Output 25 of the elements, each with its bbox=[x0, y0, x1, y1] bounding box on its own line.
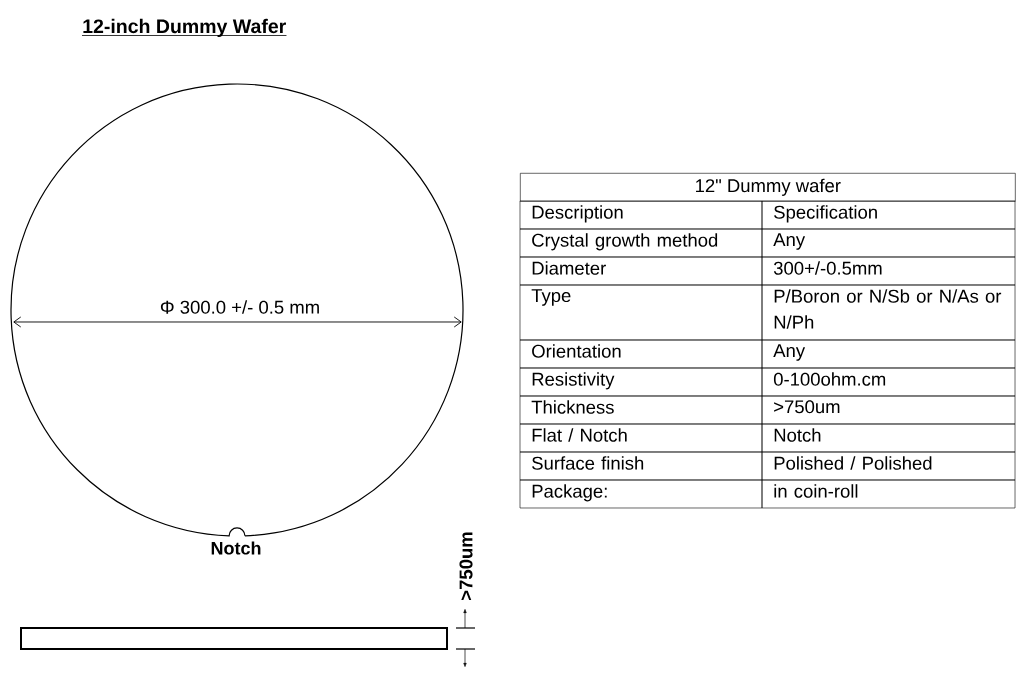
table-cell: 300+/-0.5mm bbox=[761, 256, 1016, 286]
dimension-label: Φ 300.0 +/- 0.5 mm bbox=[160, 300, 319, 314]
table-cell: Notch bbox=[761, 423, 1016, 453]
table-cell: Thickness bbox=[519, 395, 763, 425]
table-cell: Any bbox=[761, 339, 1016, 369]
table-header-cell: 12" Dummy wafer bbox=[520, 173, 1016, 202]
table-cell: Crystal growth method bbox=[519, 228, 763, 258]
table-cell: Package: bbox=[519, 479, 763, 509]
table-cell: P/Boron or N/Sb or N/As or N/Ph bbox=[761, 284, 1016, 341]
table-cell: in coin-roll bbox=[761, 479, 1016, 509]
table-cell: 0-100ohm.cm bbox=[761, 367, 1016, 397]
table-cell: Surface finish bbox=[519, 451, 763, 481]
dimension-label: >750um bbox=[459, 532, 473, 600]
part-label: Notch bbox=[211, 541, 261, 555]
table-cell: Type bbox=[519, 284, 763, 341]
title: 12-inch Dummy Wafer bbox=[83, 18, 286, 38]
table-cell: Orientation bbox=[519, 339, 763, 369]
table-cell: Resistivity bbox=[519, 367, 763, 397]
table-cell: Flat / Notch bbox=[519, 423, 763, 453]
table-cell: Polished / Polished bbox=[761, 451, 1016, 481]
table-cell: Diameter bbox=[519, 256, 763, 286]
table-cell: Specification bbox=[761, 200, 1016, 230]
table-cell: Description bbox=[519, 200, 763, 230]
table-cell: >750um bbox=[761, 395, 1016, 425]
table-cell: Any bbox=[761, 228, 1016, 258]
